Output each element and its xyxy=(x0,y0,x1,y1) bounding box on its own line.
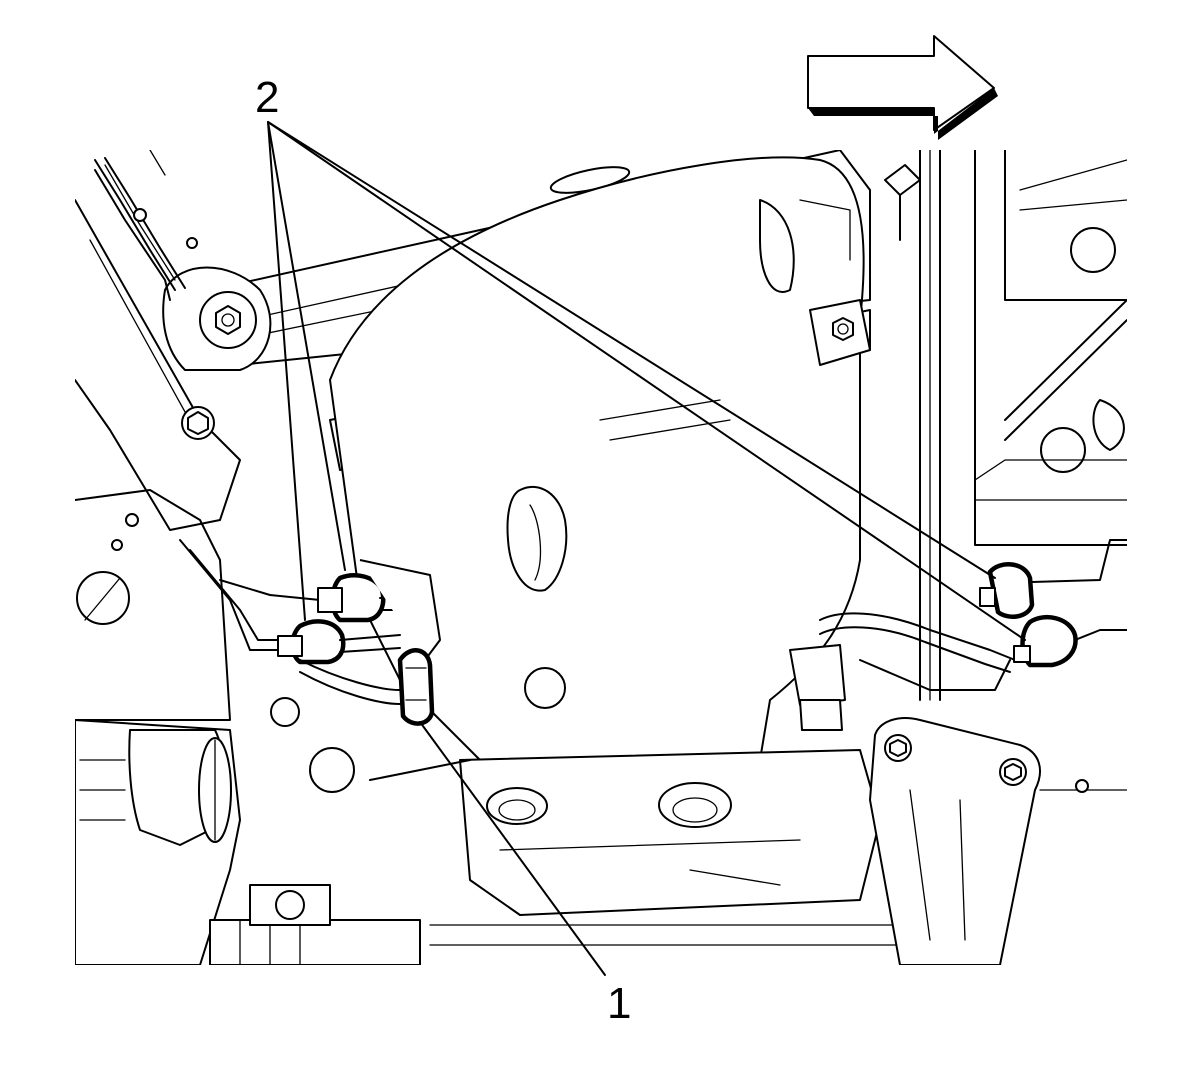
engine-mount-bracket xyxy=(809,299,871,366)
right-knock-sensor-connectors xyxy=(789,539,1127,731)
lower-left-transmission xyxy=(75,719,901,965)
right-frame xyxy=(919,150,1127,701)
callout-label-1: 1 xyxy=(607,979,631,1028)
forward-arrow-icon xyxy=(807,35,998,140)
upper-harness xyxy=(94,150,198,291)
callout-2-leaders xyxy=(267,121,1026,641)
harness-clip xyxy=(299,648,435,726)
engine-assembly xyxy=(75,150,1127,965)
left-mount xyxy=(75,164,272,721)
callout-1-leader xyxy=(419,721,606,976)
right-lower-bracket xyxy=(869,717,1127,965)
left-knock-sensor-connectors xyxy=(179,539,441,665)
oil-pan xyxy=(270,697,881,916)
top-bracket xyxy=(884,164,921,241)
callout-label-2: 2 xyxy=(255,73,279,122)
